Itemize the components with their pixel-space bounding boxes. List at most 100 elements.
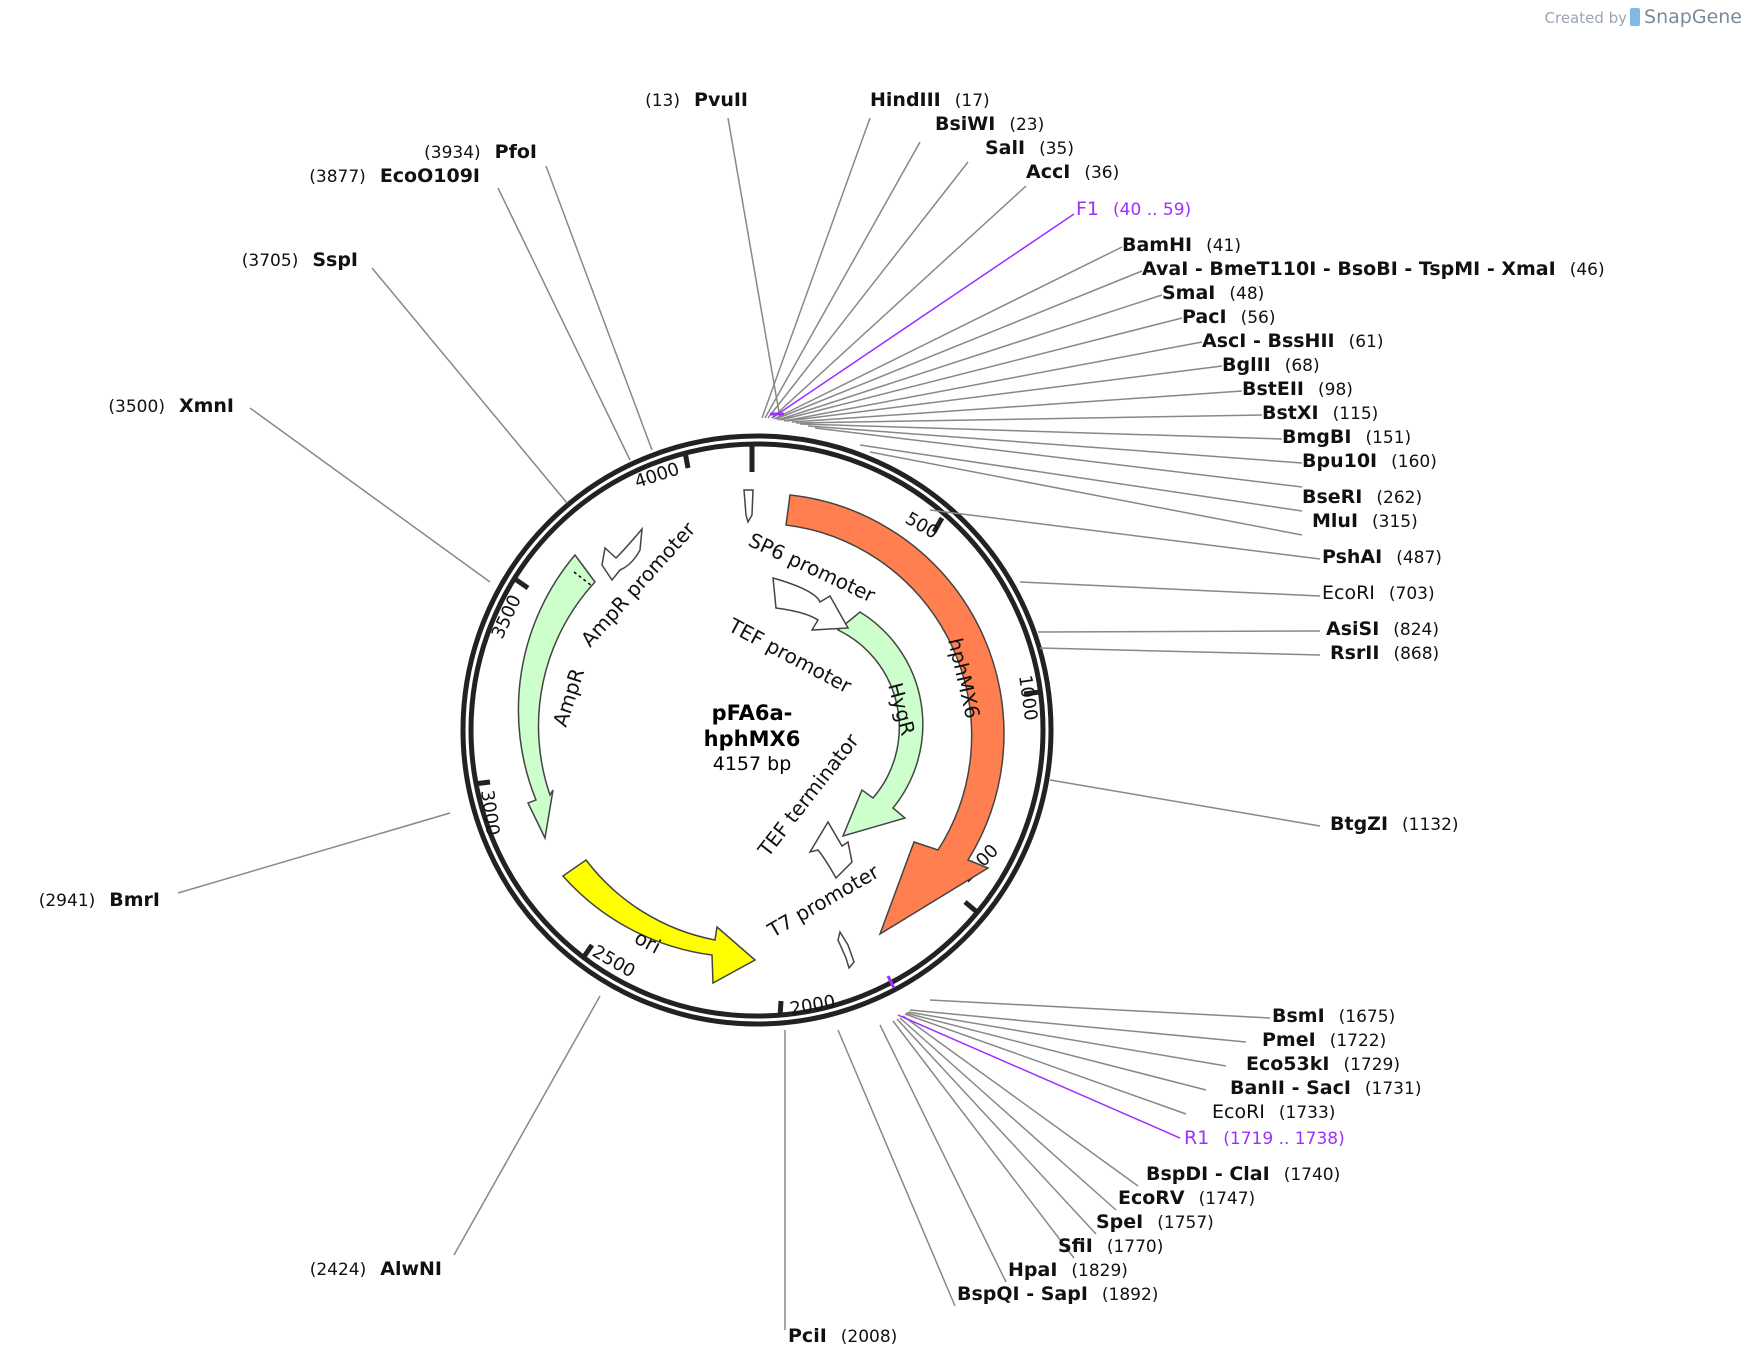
svg-text:PmeI(1722): PmeI(1722) bbox=[1262, 1029, 1386, 1051]
tick-4000: 4000 bbox=[632, 459, 682, 493]
svg-text:PciI(2008): PciI(2008) bbox=[788, 1325, 897, 1347]
site-pos: (46) bbox=[1570, 260, 1605, 280]
site-pos: (1132) bbox=[1402, 815, 1459, 835]
ampr-arrow bbox=[517, 553, 596, 841]
site-label: EcoRI bbox=[1212, 1101, 1265, 1123]
site-pos: (1829) bbox=[1071, 1261, 1128, 1281]
svg-text:BspQI - SapI(1892): BspQI - SapI (1892) bbox=[957, 1283, 1158, 1305]
site-label: HpaI bbox=[1008, 1259, 1057, 1281]
site-label: BtgZI bbox=[1330, 813, 1388, 835]
svg-text:HpaI(1829): HpaI (1829) bbox=[1008, 1259, 1128, 1281]
tick-500: 500 bbox=[902, 508, 942, 543]
created-by-text: Created by bbox=[1544, 9, 1628, 27]
svg-text:(3705)SspI: (3705) SspI bbox=[242, 249, 358, 271]
site-label: SfiI bbox=[1058, 1235, 1093, 1257]
tick-marks bbox=[473, 443, 1041, 1018]
sp6-promoter-arrow bbox=[743, 489, 754, 524]
svg-text:RsrII(868): RsrII (868) bbox=[1330, 642, 1439, 664]
ori-arrow bbox=[561, 858, 757, 985]
site-label: AsiSI bbox=[1326, 618, 1379, 640]
svg-text:BseRI(262): BseRI(262) bbox=[1302, 486, 1422, 508]
site-pos: (41) bbox=[1206, 236, 1241, 256]
site-label: PvuII bbox=[694, 89, 748, 111]
svg-text:PshAI(487): PshAI(487) bbox=[1322, 546, 1442, 568]
site-labels-right: HindIII(17) BsiWI(23) SalI(35) AccI(36) … bbox=[788, 89, 1605, 1347]
svg-text:AscI - BssHII(61): AscI - BssHII(61) bbox=[1202, 330, 1384, 352]
site-pos: (160) bbox=[1391, 452, 1437, 472]
site-label: BanII - SacI bbox=[1230, 1077, 1351, 1099]
tef-promoter-arrow bbox=[772, 576, 850, 631]
primer-label: R1 bbox=[1184, 1127, 1209, 1149]
primer-label: F1 bbox=[1076, 198, 1099, 220]
site-pos: (1733) bbox=[1279, 1103, 1336, 1123]
site-label: PacI bbox=[1182, 306, 1227, 328]
site-pos: (1892) bbox=[1102, 1285, 1159, 1305]
site-label: RsrII bbox=[1330, 642, 1379, 664]
site-label: BspQI - SapI bbox=[957, 1283, 1088, 1305]
site-label: AvaI - BmeT110I - BsoBI - TspMI - XmaI bbox=[1142, 258, 1556, 280]
site-label: BmgBI bbox=[1282, 426, 1351, 448]
site-pos: (35) bbox=[1039, 139, 1074, 159]
site-label: EcoRV bbox=[1118, 1187, 1185, 1209]
svg-text:SfiI(1770): SfiI (1770) bbox=[1058, 1235, 1163, 1257]
site-pos: (703) bbox=[1389, 584, 1435, 604]
site-label: BstEII bbox=[1242, 378, 1304, 400]
site-pos: (1729) bbox=[1343, 1055, 1400, 1075]
svg-text:BspDI - ClaI(1740): BspDI - ClaI(1740) bbox=[1146, 1163, 1340, 1185]
svg-text:BstEII(98): BstEII(98) bbox=[1242, 378, 1353, 400]
site-label: XmnI bbox=[179, 395, 234, 417]
site-pos: (1740) bbox=[1284, 1165, 1341, 1185]
site-pos: (68) bbox=[1285, 356, 1320, 376]
site-label: SpeI bbox=[1096, 1211, 1143, 1233]
svg-text:EcoRI(703): EcoRI(703) bbox=[1322, 582, 1435, 604]
svg-text:AccI(36): AccI(36) bbox=[1026, 161, 1119, 183]
site-label: SalI bbox=[985, 137, 1025, 159]
site-pos: (3500) bbox=[108, 397, 165, 417]
hphMX6-arrow bbox=[785, 494, 1005, 936]
site-pos: (17) bbox=[955, 91, 990, 111]
site-pos: (3705) bbox=[242, 251, 299, 271]
plasmid-name-line2: hphMX6 bbox=[704, 727, 801, 751]
site-label: Bpu10I bbox=[1302, 450, 1377, 472]
site-pos: (1731) bbox=[1365, 1079, 1422, 1099]
features bbox=[517, 489, 1005, 985]
site-pos: (1757) bbox=[1157, 1213, 1214, 1233]
site-pos: (1770) bbox=[1107, 1237, 1164, 1257]
site-label: AlwNI bbox=[380, 1258, 442, 1280]
site-label: BsiWI bbox=[935, 113, 995, 135]
site-pos: (13) bbox=[645, 91, 680, 111]
site-pos: (262) bbox=[1376, 488, 1422, 508]
svg-text:BtgZI(1132): BtgZI (1132) bbox=[1330, 813, 1459, 835]
site-pos: (3877) bbox=[309, 167, 366, 187]
plasmid-length: 4157 bp bbox=[713, 753, 792, 775]
site-pos: (3934) bbox=[424, 143, 481, 163]
site-labels-left: (13) PvuII (3934)PfoI (3877) EcoO109I (370… bbox=[39, 89, 748, 1280]
svg-text:SpeI(1757): SpeI (1757) bbox=[1096, 1211, 1214, 1233]
site-pos: (1747) bbox=[1199, 1189, 1256, 1209]
svg-text:BmgBI(151): BmgBI(151) bbox=[1282, 426, 1411, 448]
site-pos: (1675) bbox=[1339, 1007, 1396, 1027]
backbone bbox=[460, 433, 1054, 1027]
site-pos: (56) bbox=[1241, 308, 1276, 328]
svg-text:Bpu10I(160): Bpu10I (160) bbox=[1302, 450, 1437, 472]
svg-text:SalI(35): SalI (35) bbox=[985, 137, 1074, 159]
svg-text:(13)PvuII: (13) PvuII bbox=[645, 89, 748, 111]
svg-text:BglII(68): BglII(68) bbox=[1222, 354, 1320, 376]
site-label: SspI bbox=[312, 249, 358, 271]
site-pos: (868) bbox=[1393, 644, 1439, 664]
plasmid-name: pFA6a- hphMX6 4157 bp bbox=[704, 701, 801, 775]
site-pos: (1722) bbox=[1330, 1031, 1387, 1051]
svg-text:AsiSI(824): AsiSI (824) bbox=[1326, 618, 1439, 640]
site-label: BstXI bbox=[1262, 402, 1319, 424]
site-pos: (2941) bbox=[39, 891, 96, 911]
r1-primer-mark bbox=[886, 975, 896, 989]
site-pos: (824) bbox=[1393, 620, 1439, 640]
svg-text:SmaI(48): SmaI(48) bbox=[1162, 282, 1264, 304]
site-pos: (36) bbox=[1084, 163, 1119, 183]
site-label: PciI bbox=[788, 1325, 827, 1347]
site-label: EcoO109I bbox=[380, 165, 480, 187]
svg-text:BstXI(115): BstXI(115) bbox=[1262, 402, 1378, 424]
svg-text:(3934)PfoI: (3934)PfoI bbox=[424, 141, 537, 163]
